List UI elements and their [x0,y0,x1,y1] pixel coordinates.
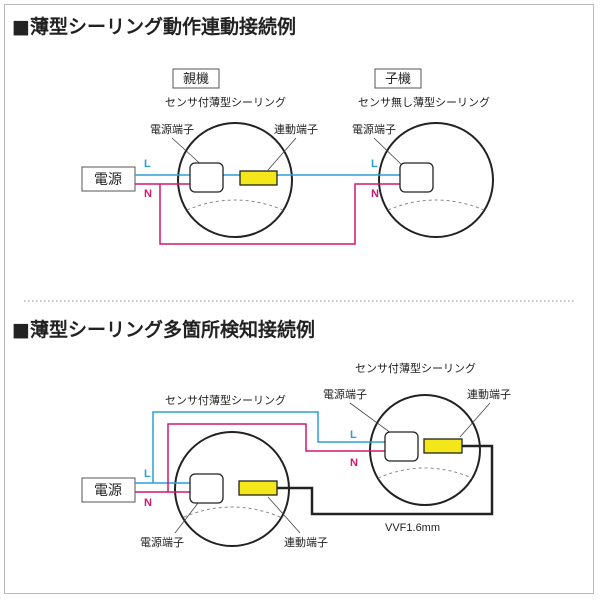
s2-right-power-terminal-label: 電源端子 [323,387,367,401]
s1-parent-ceiling-light [177,122,293,238]
s1-parent-link-terminal-label: 連動端子 [274,122,318,136]
child-unit-label: 子機 [385,72,411,87]
s2-link-cable [277,444,494,516]
s2-right-link-terminal-label: 連動端子 [467,387,511,401]
s2-L-wire-link [152,411,392,483]
s1-N-wire-link [159,183,404,245]
s2-right-sensor-arc [377,467,473,479]
s1-L-label-child: L [371,158,378,170]
s2-left-unit-description: センサ付薄型シーリング [165,393,286,407]
s2-N-label-right: N [350,457,358,469]
s2-left-power-terminal-label: 電源端子 [140,535,184,549]
s1-N-label-parent: N [144,188,152,200]
s1-parent-power-terminal [189,162,224,193]
s2-leader-right-power [349,402,396,437]
s2-L-label-right: L [350,429,357,441]
s1-power-source-label: 電源 [94,172,122,188]
s1-child-ceiling-light [378,122,494,238]
s1-child-power-terminal-label: 電源端子 [352,122,396,136]
s2-left-sensor-arc [183,506,281,518]
s2-right-link-terminal [423,438,463,454]
section1-title: ■薄型シーリング動作連動接続例 [12,15,296,38]
child-unit-description: センサ無し薄型シーリング [358,95,490,109]
s1-N-label-child: N [371,188,379,200]
s2-left-link-terminal-label: 連動端子 [284,535,328,549]
s2-right-power-terminal [384,431,419,462]
s1-parent-power-terminal-label: 電源端子 [150,122,194,136]
s2-right-unit-description: センサ付薄型シーリング [355,361,476,375]
s2-leader-left-link [267,496,301,534]
s1-leader-child-power [373,137,406,169]
s2-leader-right-link [459,402,491,438]
s2-left-power-terminal [189,473,224,504]
s2-power-source-box [81,477,136,503]
s2-cable-spec-label: VVF1.6mm [385,522,440,534]
s1-child-sensor-arc [387,199,485,211]
parent-unit-box [172,68,220,89]
parent-unit-description: センサ付薄型シーリング [165,95,286,109]
child-unit-box [374,68,422,89]
s1-child-power-terminal [399,162,434,193]
s1-parent-sensor-arc [186,199,284,211]
s2-L-label-left: L [144,468,151,480]
s1-L-label-parent: L [144,158,151,170]
s1-leader-parent-link [267,137,297,171]
s1-parent-link-terminal [239,170,278,186]
s2-N-label-left: N [144,497,152,509]
s2-power-source-label: 電源 [94,483,122,499]
section2-title: ■薄型シーリング多箇所検知接続例 [12,318,315,341]
s2-left-link-terminal [238,480,278,496]
parent-unit-label: 親機 [183,72,209,87]
s2-N-wire-link [167,423,392,492]
s1-power-source-box [81,166,136,192]
